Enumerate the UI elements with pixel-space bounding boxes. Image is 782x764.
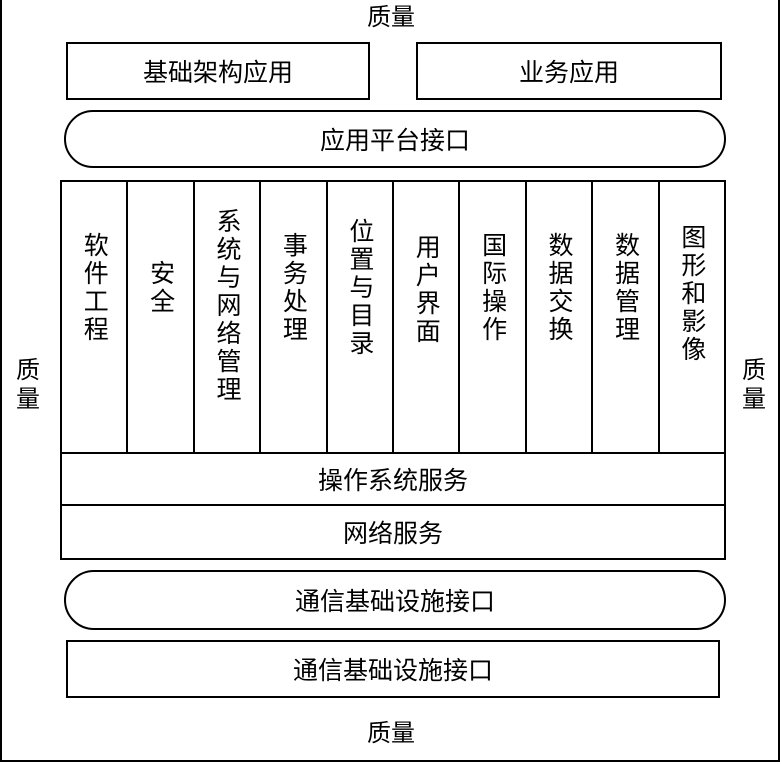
network-services-box: 网络服务 — [60, 504, 726, 560]
quality-label-left: 质量 — [16, 356, 40, 413]
service-label: 数据管理 — [611, 232, 641, 344]
service-column: 事务处理 — [261, 182, 328, 452]
service-label: 国际操作 — [478, 232, 508, 344]
business-apps-box: 业务应用 — [416, 42, 722, 100]
service-label: 数据交换 — [545, 232, 575, 344]
service-column: 用户界面 — [394, 182, 461, 452]
service-label: 图形和影像 — [677, 224, 707, 364]
service-column: 软件工程 — [62, 182, 129, 452]
quality-label-bottom: 质量 — [367, 719, 415, 747]
service-label: 系统与网络管理 — [213, 208, 243, 404]
service-column: 安全 — [128, 182, 195, 452]
os-services-box: 操作系统服务 — [60, 452, 726, 506]
service-label: 事务处理 — [279, 232, 309, 344]
comm-infrastructure-interface: 通信基础设施接口 — [64, 570, 726, 630]
service-column: 系统与网络管理 — [195, 182, 262, 452]
service-label: 位置与目录 — [345, 218, 375, 358]
app-platform-interface-label: 应用平台接口 — [319, 126, 470, 155]
os-services-label: 操作系统服务 — [317, 466, 468, 495]
comm-infrastructure-box-label: 通信基础设施接口 — [292, 656, 493, 685]
comm-infrastructure-box: 通信基础设施接口 — [66, 640, 720, 698]
network-services-label: 网络服务 — [342, 519, 443, 548]
app-platform-interface: 应用平台接口 — [64, 110, 726, 168]
service-label: 安全 — [146, 260, 176, 316]
service-column: 图形和影像 — [660, 182, 724, 452]
service-label: 用户界面 — [412, 234, 442, 346]
quality-label-right: 质量 — [742, 356, 766, 413]
service-column: 数据管理 — [593, 182, 660, 452]
comm-infrastructure-interface-label: 通信基础设施接口 — [294, 587, 495, 616]
service-column: 位置与目录 — [328, 182, 395, 452]
quality-label-top: 质量 — [367, 3, 415, 31]
service-columns: 软件工程 安全 系统与网络管理 事务处理 位置与目录 用户界面 国际操作 数据交… — [60, 180, 726, 454]
service-label: 软件工程 — [80, 232, 110, 344]
infrastructure-apps-box: 基础架构应用 — [66, 42, 370, 100]
business-apps-label: 业务应用 — [518, 58, 619, 87]
infrastructure-apps-label: 基础架构应用 — [142, 58, 293, 87]
service-column: 国际操作 — [460, 182, 527, 452]
service-column: 数据交换 — [527, 182, 594, 452]
